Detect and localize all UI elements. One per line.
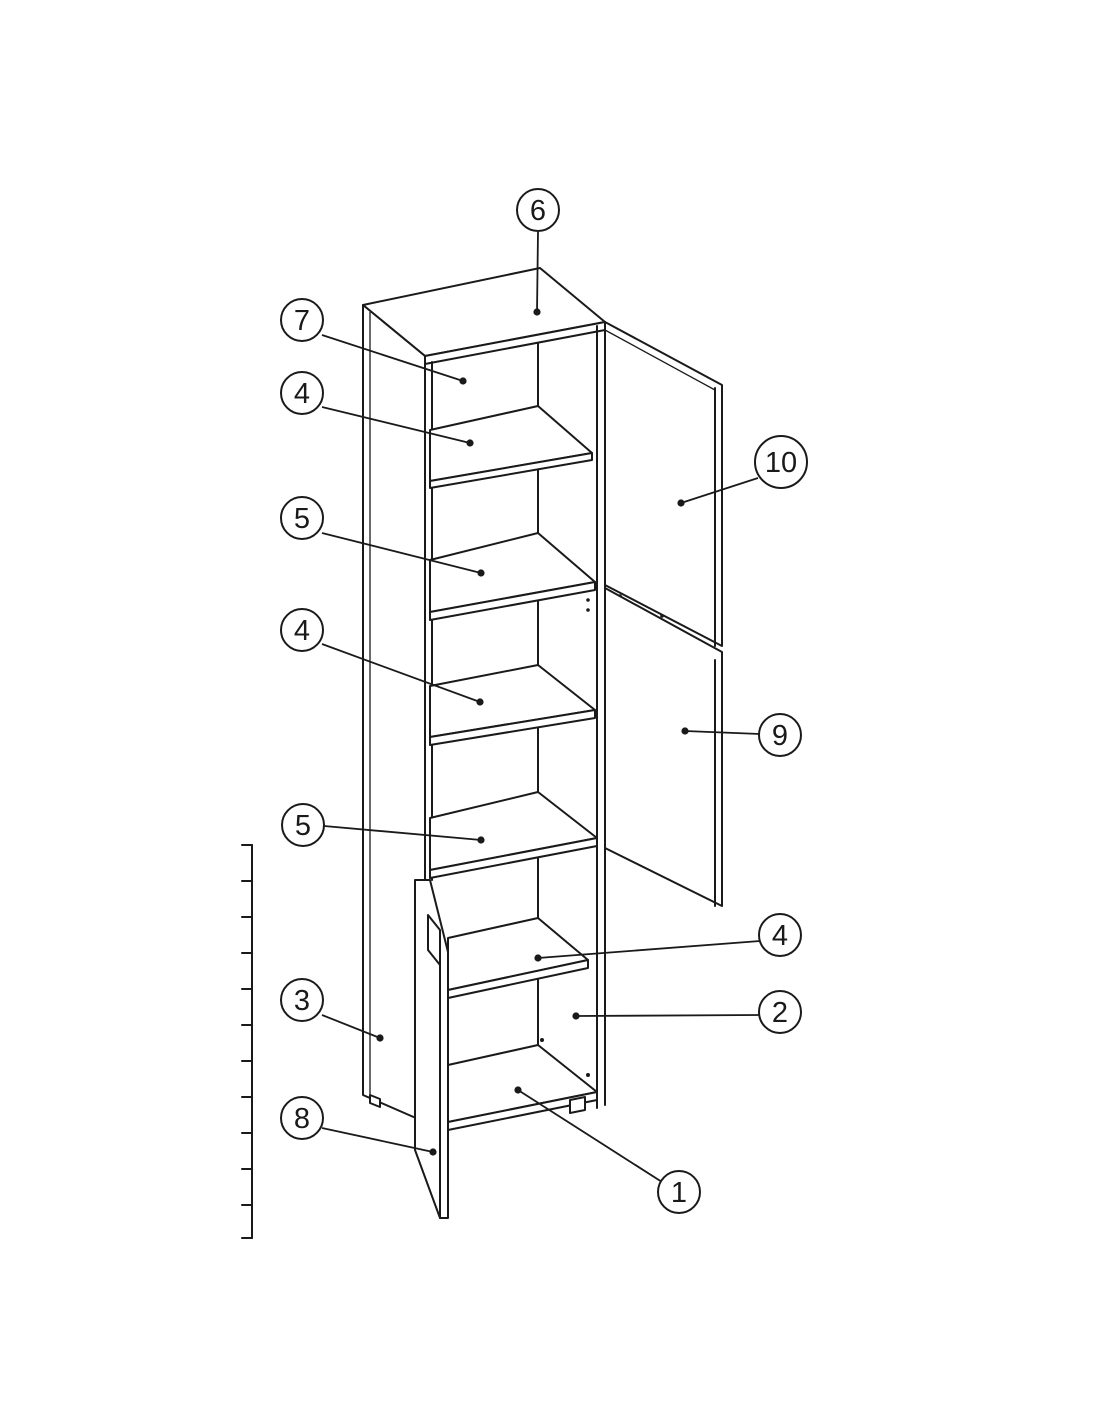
callout-5-upper: 5 <box>280 496 324 540</box>
callout-10-label: 10 <box>765 447 797 479</box>
callout-4-lower: 4 <box>758 913 802 957</box>
callout-5-lower-label: 5 <box>295 810 311 842</box>
callout-4-middle-label: 4 <box>294 615 310 647</box>
callout-8-label: 8 <box>294 1103 310 1135</box>
callout-5-lower: 5 <box>281 803 325 847</box>
callout-1: 1 <box>657 1170 701 1214</box>
lower-door <box>414 879 449 1219</box>
shelf-3 <box>429 664 596 746</box>
right-side-panel <box>596 321 606 1109</box>
shelf-2 <box>429 532 596 621</box>
callout-4-top: 4 <box>280 371 324 415</box>
callout-4-middle: 4 <box>280 608 324 652</box>
leader-lines <box>321 231 761 1183</box>
callout-6-label: 6 <box>530 195 546 227</box>
callout-6: 6 <box>516 188 560 232</box>
callout-5-upper-label: 5 <box>294 503 310 535</box>
callout-8: 8 <box>280 1096 324 1140</box>
callout-3-label: 3 <box>294 985 310 1017</box>
callout-7-label: 7 <box>294 305 310 337</box>
leader-dots <box>376 308 689 1156</box>
callout-4-top-label: 4 <box>294 378 310 410</box>
upper-door <box>604 321 723 647</box>
bottom-panel <box>447 1044 598 1131</box>
shelf-5 <box>447 917 589 999</box>
callout-7: 7 <box>280 298 324 342</box>
callout-2-label: 2 <box>772 997 788 1029</box>
callout-4-lower-label: 4 <box>772 920 788 952</box>
scale-ruler <box>241 844 253 1239</box>
callout-10: 10 <box>754 435 808 489</box>
callout-1-label: 1 <box>671 1177 687 1209</box>
callout-9-label: 9 <box>772 720 788 752</box>
shelf-4 <box>429 791 598 879</box>
callout-9: 9 <box>758 713 802 757</box>
callout-2: 2 <box>758 990 802 1034</box>
callout-3: 3 <box>280 978 324 1022</box>
middle-door <box>604 587 723 907</box>
shelf-1 <box>429 405 593 489</box>
